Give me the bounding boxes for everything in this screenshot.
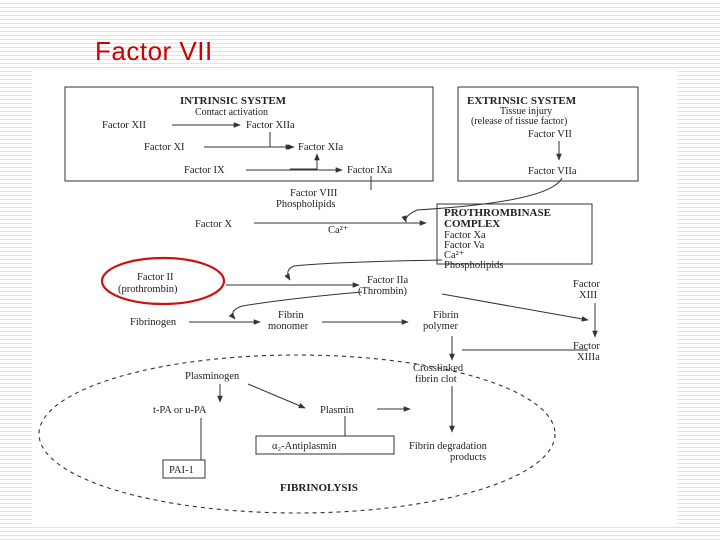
factor-iia-label: Factor IIa [367, 275, 408, 286]
factor-xiiia-label-1: Factor [573, 341, 600, 352]
fibrin-monomer-label-2: monomer [268, 321, 309, 332]
thrombin-label: (Thrombin) [358, 286, 407, 297]
slide-title: Factor VII [95, 36, 213, 66]
factor-ix-label: Factor IX [184, 165, 225, 176]
extrinsic-factor-vii-label: Factor VII [528, 129, 572, 140]
complex-item-factor-va: Factor Va [444, 240, 485, 251]
factor-ixa-label: Factor IXa [347, 165, 393, 176]
fibrin-monomer-label-1: Fibrin [278, 310, 304, 321]
intrinsic-subtitle: Contact activation [195, 107, 268, 118]
extrinsic-system-title: EXTRINSIC SYSTEM [467, 95, 577, 107]
viia-to-complex-arrow [401, 177, 563, 223]
factor-xiia-label: Factor XIIa [246, 120, 295, 131]
prothrombinase-box [436, 203, 593, 265]
factor-xiii-label-1: Factor [573, 279, 600, 290]
intrinsic-system-box [64, 86, 434, 182]
plasminogen-to-plasmin-arrow [247, 383, 306, 409]
fibrin-polymer-label-2: polymer [423, 321, 458, 332]
fibrinolysis-region [38, 354, 556, 514]
complex-to-thrombin-arrow [284, 259, 443, 281]
factor-viia-label: Factor VIIa [528, 166, 577, 177]
coagulation-cascade-diagram: INTRINSIC SYSTEM Contact activation Fact… [38, 86, 639, 514]
xia-arrow [290, 153, 320, 170]
prothrombinase-title: PROTHROMBINASE [444, 207, 551, 219]
factor-ii-label: Factor II [137, 272, 174, 283]
extrinsic-subtitle: Tissue injury [500, 106, 552, 117]
diagram-panel: INTRINSIC SYSTEM Contact activation Fact… [32, 70, 677, 524]
plasminogen-label: Plasminogen [185, 371, 240, 382]
crosslinked-label-2: fibrin clot [415, 374, 457, 385]
phospholipids-label: Phospholipids [276, 199, 336, 210]
prothrombin-label: (prothrombin) [118, 284, 178, 295]
factor-xi-label: Factor XI [144, 142, 185, 153]
crosslinked-label-1: Crosslinked [413, 363, 464, 374]
factor-xia-label: Factor XIa [298, 142, 344, 153]
antiplasmin-label: α₂-Antiplasmin [272, 441, 337, 452]
factor-xii-label: Factor XII [102, 120, 147, 131]
factor-x-label: Factor X [195, 219, 232, 230]
fibrinogen-label: Fibrinogen [130, 317, 177, 328]
plasmin-label: Plasmin [320, 405, 355, 416]
fibrinolysis-label: FIBRINOLYSIS [280, 482, 358, 494]
ca2-label: Ca²⁺ [328, 225, 349, 236]
factor-viii-label: Factor VIII [290, 188, 338, 199]
complex-item-phospholipids: Phospholipids [444, 260, 504, 271]
pai-box [162, 459, 206, 479]
factor-ii-highlight-circle [100, 256, 226, 306]
xiia-arrow [269, 132, 293, 150]
fdp-label-2: products [450, 452, 486, 463]
extrinsic-system-box [457, 86, 639, 182]
antiplasmin-box [255, 435, 395, 455]
thrombin-to-xiii-arrow [441, 293, 589, 322]
extrinsic-subtitle-2: (release of tissue factor) [471, 116, 567, 127]
fibrin-polymer-label-1: Fibrin [433, 310, 459, 321]
factor-xiii-label-2: XIII [579, 290, 598, 301]
complex-title: COMPLEX [444, 218, 500, 230]
thrombin-to-fibrin-arrow [228, 291, 363, 320]
complex-item-ca2: Ca²⁺ [444, 250, 465, 261]
intrinsic-system-title: INTRINSIC SYSTEM [180, 95, 287, 107]
tpa-label: t-PA or u-PA [153, 405, 207, 416]
pai-label: PAI-1 [169, 465, 194, 476]
factor-xiiia-label-2: XIIIa [577, 352, 600, 363]
fdp-label-1: Fibrin degradation [409, 441, 488, 452]
complex-item-factor-xa: Factor Xa [444, 230, 486, 241]
